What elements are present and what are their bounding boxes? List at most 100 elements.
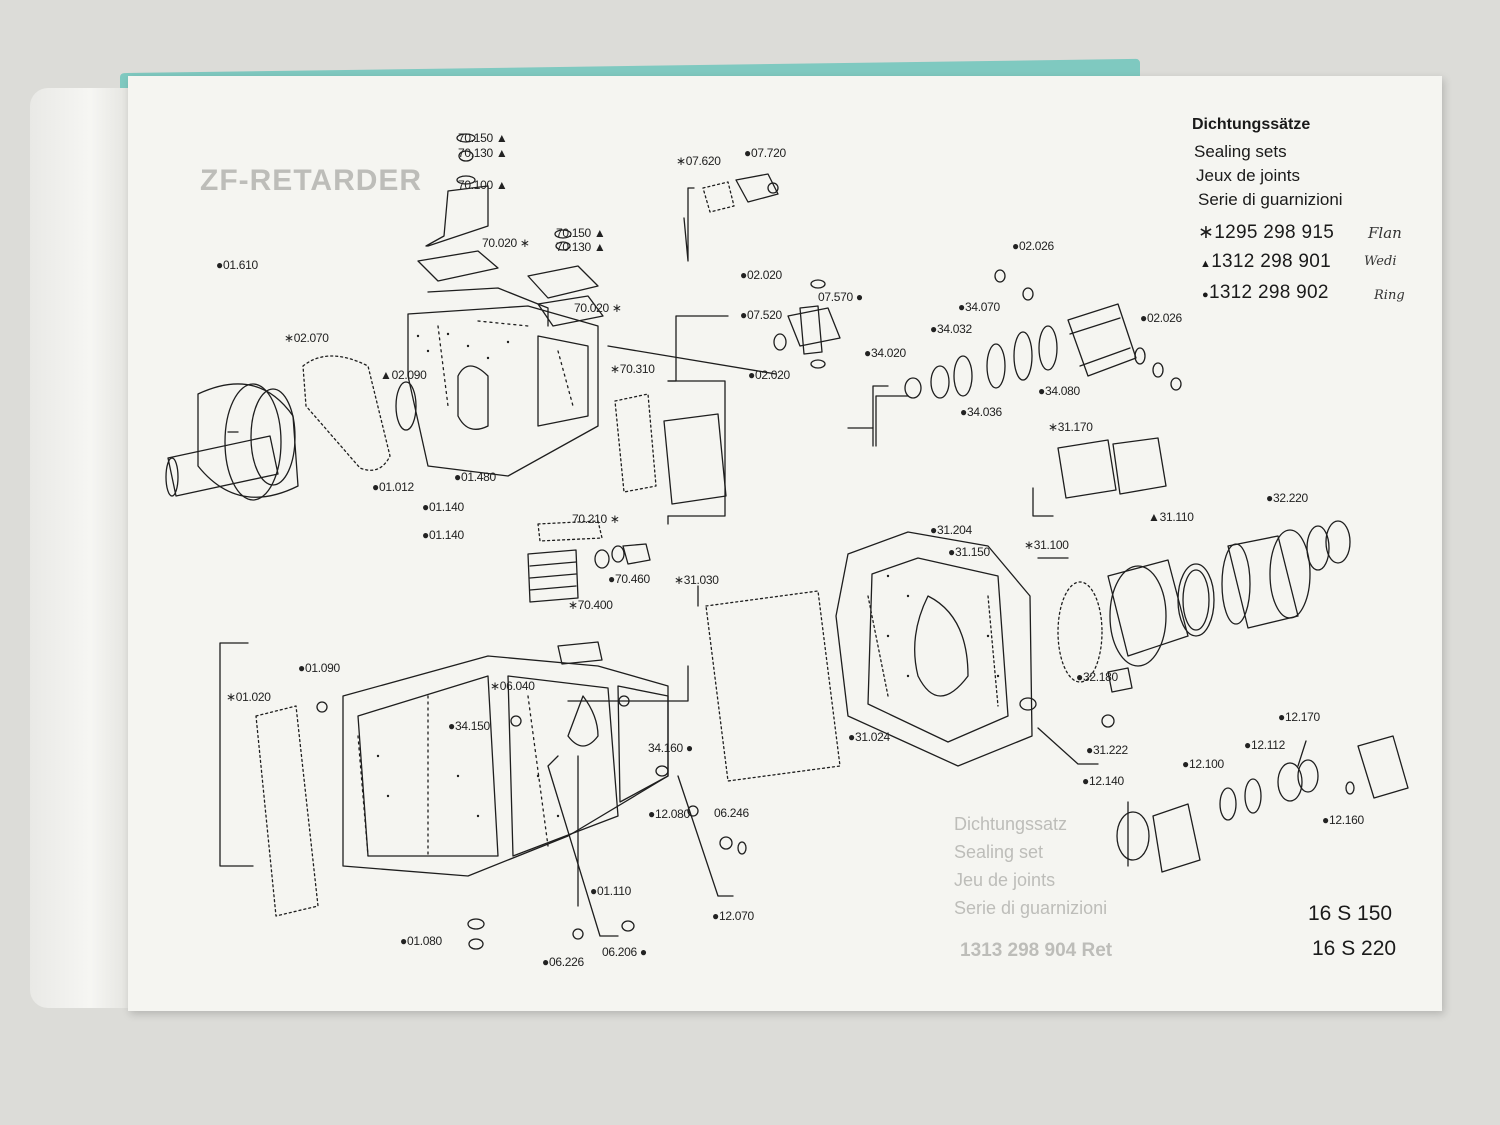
part-label: ●32.220 — [1266, 491, 1308, 505]
part-label: ●34.032 — [930, 322, 972, 336]
input-shaft-flange — [165, 383, 299, 501]
ghost-line: Serie di guarnizioni — [954, 898, 1108, 918]
part-label: ●12.100 — [1182, 757, 1224, 771]
title-italian: Serie di guarnizioni — [1198, 190, 1343, 209]
set-handwritten-note: Ring — [1374, 288, 1405, 303]
part-label: ●34.080 — [1038, 384, 1080, 398]
part-label: 70.150 ▲ — [458, 131, 508, 145]
ghost-line: Dichtungssatz — [954, 814, 1068, 834]
part-label: ●01.140 — [422, 500, 464, 514]
part-label: ∗06.040 — [490, 679, 535, 693]
title-german: Dichtungssätze — [1192, 116, 1311, 133]
cover-gasket-02070 — [302, 355, 391, 471]
part-label: 70.210 ∗ — [572, 512, 620, 526]
part-label: ∗02.070 — [284, 331, 329, 345]
part-label: ∗31.100 — [1024, 538, 1069, 552]
part-label: ∗70.400 — [568, 598, 613, 612]
part-label: ∗01.020 — [226, 690, 271, 704]
set-symbol: ▲ — [1200, 258, 1212, 270]
ghost-line: Jeu de joints — [954, 870, 1056, 890]
book-spine — [30, 88, 130, 1008]
part-label: ●34.020 — [864, 346, 906, 360]
set-code-row: ∗1295 298 915 — [1198, 221, 1334, 244]
set-symbol: ● — [1202, 289, 1209, 301]
part-label: ●01.080 — [400, 934, 442, 948]
flange-cover-31170 — [1032, 437, 1167, 517]
model-number: 16 S 220 — [1312, 937, 1397, 960]
part-label: ●01.012 — [372, 480, 414, 494]
seal-ring-02090 — [395, 381, 417, 431]
exploded-view-diagram — [165, 133, 1409, 950]
title-french: Jeux de joints — [1196, 166, 1300, 185]
gasket-31100 — [1057, 581, 1103, 683]
part-label: ●31.024 — [848, 730, 890, 744]
gasket-31030 — [705, 590, 841, 782]
set-code: 1295 298 915 — [1214, 222, 1335, 243]
retarder-pump — [904, 269, 1182, 399]
part-label: ●12.170 — [1278, 710, 1320, 724]
part-label: 06.206 ● — [602, 945, 647, 959]
part-label: ●06.226 — [542, 955, 584, 969]
part-label: ●12.112 — [1244, 738, 1285, 752]
part-label: 07.570 ● — [818, 290, 863, 304]
rear-housing — [835, 531, 1033, 767]
part-label: ●02.026 — [1140, 311, 1182, 325]
set-code-row: ●1312 298 902 — [1202, 282, 1329, 304]
manual-page: ZF-RETARDER Dichtungssatz Sealing set Je… — [128, 76, 1442, 1011]
part-label: ●12.140 — [1082, 774, 1124, 788]
part-label: 34.160 ● — [648, 741, 693, 755]
part-label: 70.020 ∗ — [574, 301, 622, 315]
ghost-title: ZF-RETARDER — [200, 164, 423, 197]
part-label: ●02.020 — [748, 368, 790, 382]
part-label: ●12.160 — [1322, 813, 1364, 827]
part-label: 06.246 — [714, 806, 749, 820]
set-symbol: ∗ — [1198, 222, 1215, 243]
part-label: ∗31.170 — [1048, 420, 1093, 434]
title-english: Sealing sets — [1194, 142, 1287, 161]
part-label: ∗31.030 — [674, 573, 719, 587]
ghost-line: Sealing set — [954, 842, 1044, 862]
gasket-01020 — [255, 705, 319, 917]
output-shaft-assembly — [1019, 667, 1409, 873]
part-label: ●34.070 — [958, 300, 1000, 314]
output-flange — [1221, 520, 1351, 629]
part-label: ●12.070 — [712, 909, 754, 923]
set-handwritten-note: Flan — [1368, 224, 1402, 242]
lower-fittings — [316, 695, 747, 950]
part-label: ●01.140 — [422, 528, 464, 542]
part-label: ∗07.620 — [676, 154, 721, 168]
part-label: ●34.150 — [448, 719, 490, 733]
part-label: ●01.480 — [454, 470, 496, 484]
part-label: ●12.080 — [648, 807, 690, 821]
part-label: 70.100 ▲ — [458, 178, 508, 192]
part-label: ●01.610 — [216, 258, 258, 272]
valve-housing — [702, 173, 841, 369]
part-label: ●01.110 — [590, 884, 631, 898]
part-label: ●70.460 — [608, 572, 650, 586]
set-handwritten-note: Wedi — [1364, 254, 1397, 269]
part-label: 70.020 ∗ — [482, 236, 530, 250]
part-label: ●07.720 — [744, 146, 786, 160]
part-label: ▲02.090 — [380, 368, 427, 382]
retarder-housing — [1107, 559, 1215, 667]
part-label: 70.130 ▲ — [458, 146, 508, 160]
part-label: ●07.520 — [740, 308, 782, 322]
part-label: ●02.020 — [740, 268, 782, 282]
main-housing-upper — [407, 287, 599, 477]
top-covers — [417, 133, 604, 327]
gearbox-housing-lower — [342, 641, 669, 877]
part-label: ●34.036 — [960, 405, 1002, 419]
part-label: ▲31.110 — [1148, 510, 1194, 524]
part-label: ∗70.310 — [610, 362, 655, 376]
model-number: 16 S 150 — [1308, 902, 1393, 925]
part-label: ●32.180 — [1076, 670, 1118, 684]
part-label: ●31.204 — [930, 523, 972, 537]
side-cover-70310 — [614, 393, 727, 505]
set-code: 1312 298 901 — [1211, 251, 1332, 272]
part-label: 70.130 ▲ — [556, 240, 606, 254]
part-label: 70.150 ▲ — [556, 226, 606, 240]
ghost-line: 1313 298 904 Ret — [960, 940, 1113, 961]
part-label: ●02.026 — [1012, 239, 1054, 253]
part-label: ●31.222 — [1086, 743, 1128, 757]
part-label: ●31.150 — [948, 545, 990, 559]
